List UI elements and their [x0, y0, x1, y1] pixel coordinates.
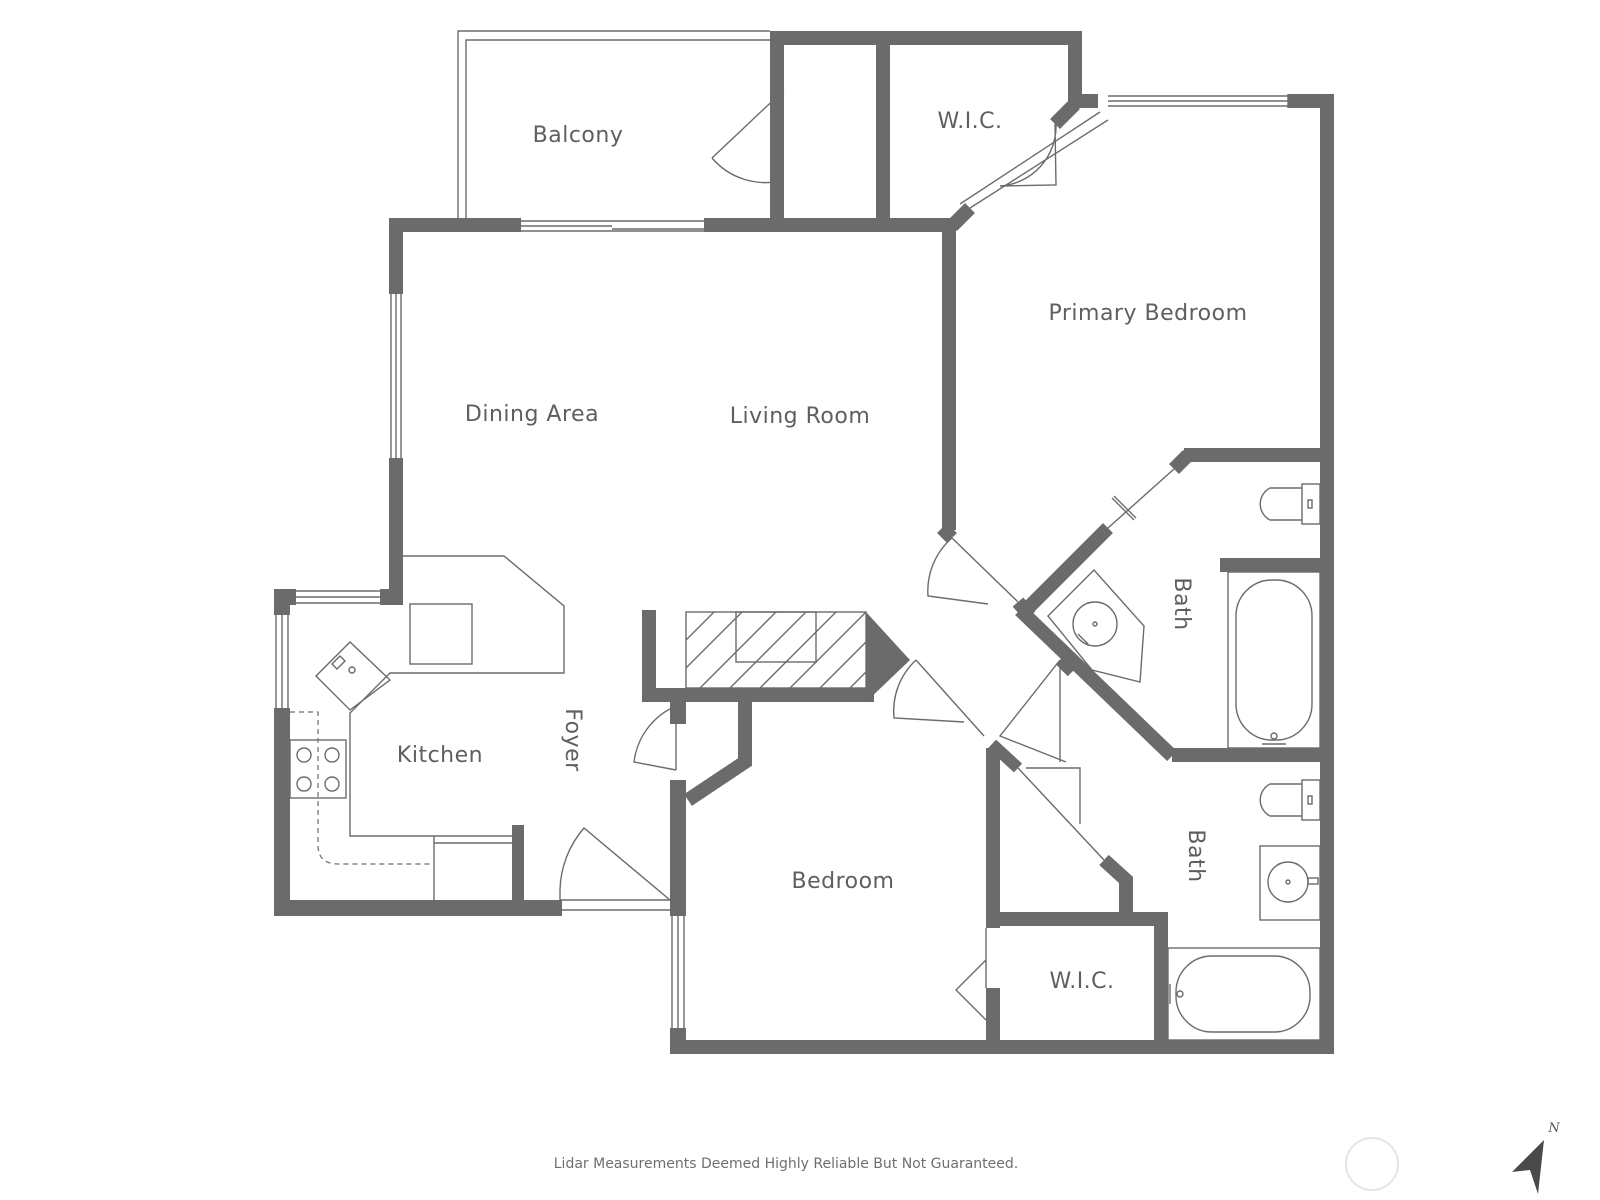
balcony-railing: [457, 30, 770, 218]
room-label-bath-upper: Bath: [1169, 577, 1194, 630]
room-label-foyer: Foyer: [560, 708, 585, 772]
room-label-bath-lower: Bath: [1183, 829, 1208, 882]
refrigerator: [409, 603, 473, 665]
walls: [274, 30, 1334, 1054]
upper-cabinets: [290, 711, 434, 865]
kitchen-fixtures: [289, 555, 565, 900]
bedroom-bath-door: [1017, 767, 1105, 861]
wic-top-door: [999, 123, 1057, 187]
windows: [275, 94, 1289, 1028]
kitchen-counter: [349, 555, 565, 837]
room-label-wic-bottom: W.I.C.: [1049, 969, 1114, 994]
compass-ring: [1345, 1137, 1399, 1191]
north-arrow-icon: [1512, 1140, 1544, 1194]
doors: [559, 89, 1175, 1021]
wic-bottom-door: [955, 928, 987, 1021]
bath-fixtures: [1047, 483, 1321, 1041]
compass: N: [1345, 1121, 1560, 1194]
entry-door: [559, 827, 671, 911]
room-label-balcony: Balcony: [533, 123, 624, 148]
room-label-primary-bedroom: Primary Bedroom: [1048, 301, 1247, 326]
disclaimer-text: Lidar Measurements Deemed Highly Reliabl…: [554, 1156, 1018, 1172]
room-label-living-room: Living Room: [730, 404, 871, 429]
room-label-kitchen: Kitchen: [397, 743, 483, 768]
foyer-closet-door: [633, 705, 677, 771]
hall-bath-door: [998, 659, 1067, 763]
primary-bath-pocket-door: [1107, 468, 1175, 529]
fireplace: [685, 611, 867, 689]
bedroom-door: [892, 659, 985, 737]
balcony-door: [711, 89, 785, 184]
room-labels: Balcony W.I.C. Primary Bedroom Dining Ar…: [397, 109, 1247, 994]
room-label-dining-area: Dining Area: [465, 402, 599, 427]
pantry: [433, 835, 512, 900]
room-label-bedroom: Bedroom: [791, 869, 894, 894]
north-label: N: [1547, 1121, 1560, 1136]
room-label-wic-top: W.I.C.: [937, 109, 1002, 134]
primary-bedroom-door: [927, 537, 1019, 605]
kitchen-sink: [315, 641, 392, 711]
